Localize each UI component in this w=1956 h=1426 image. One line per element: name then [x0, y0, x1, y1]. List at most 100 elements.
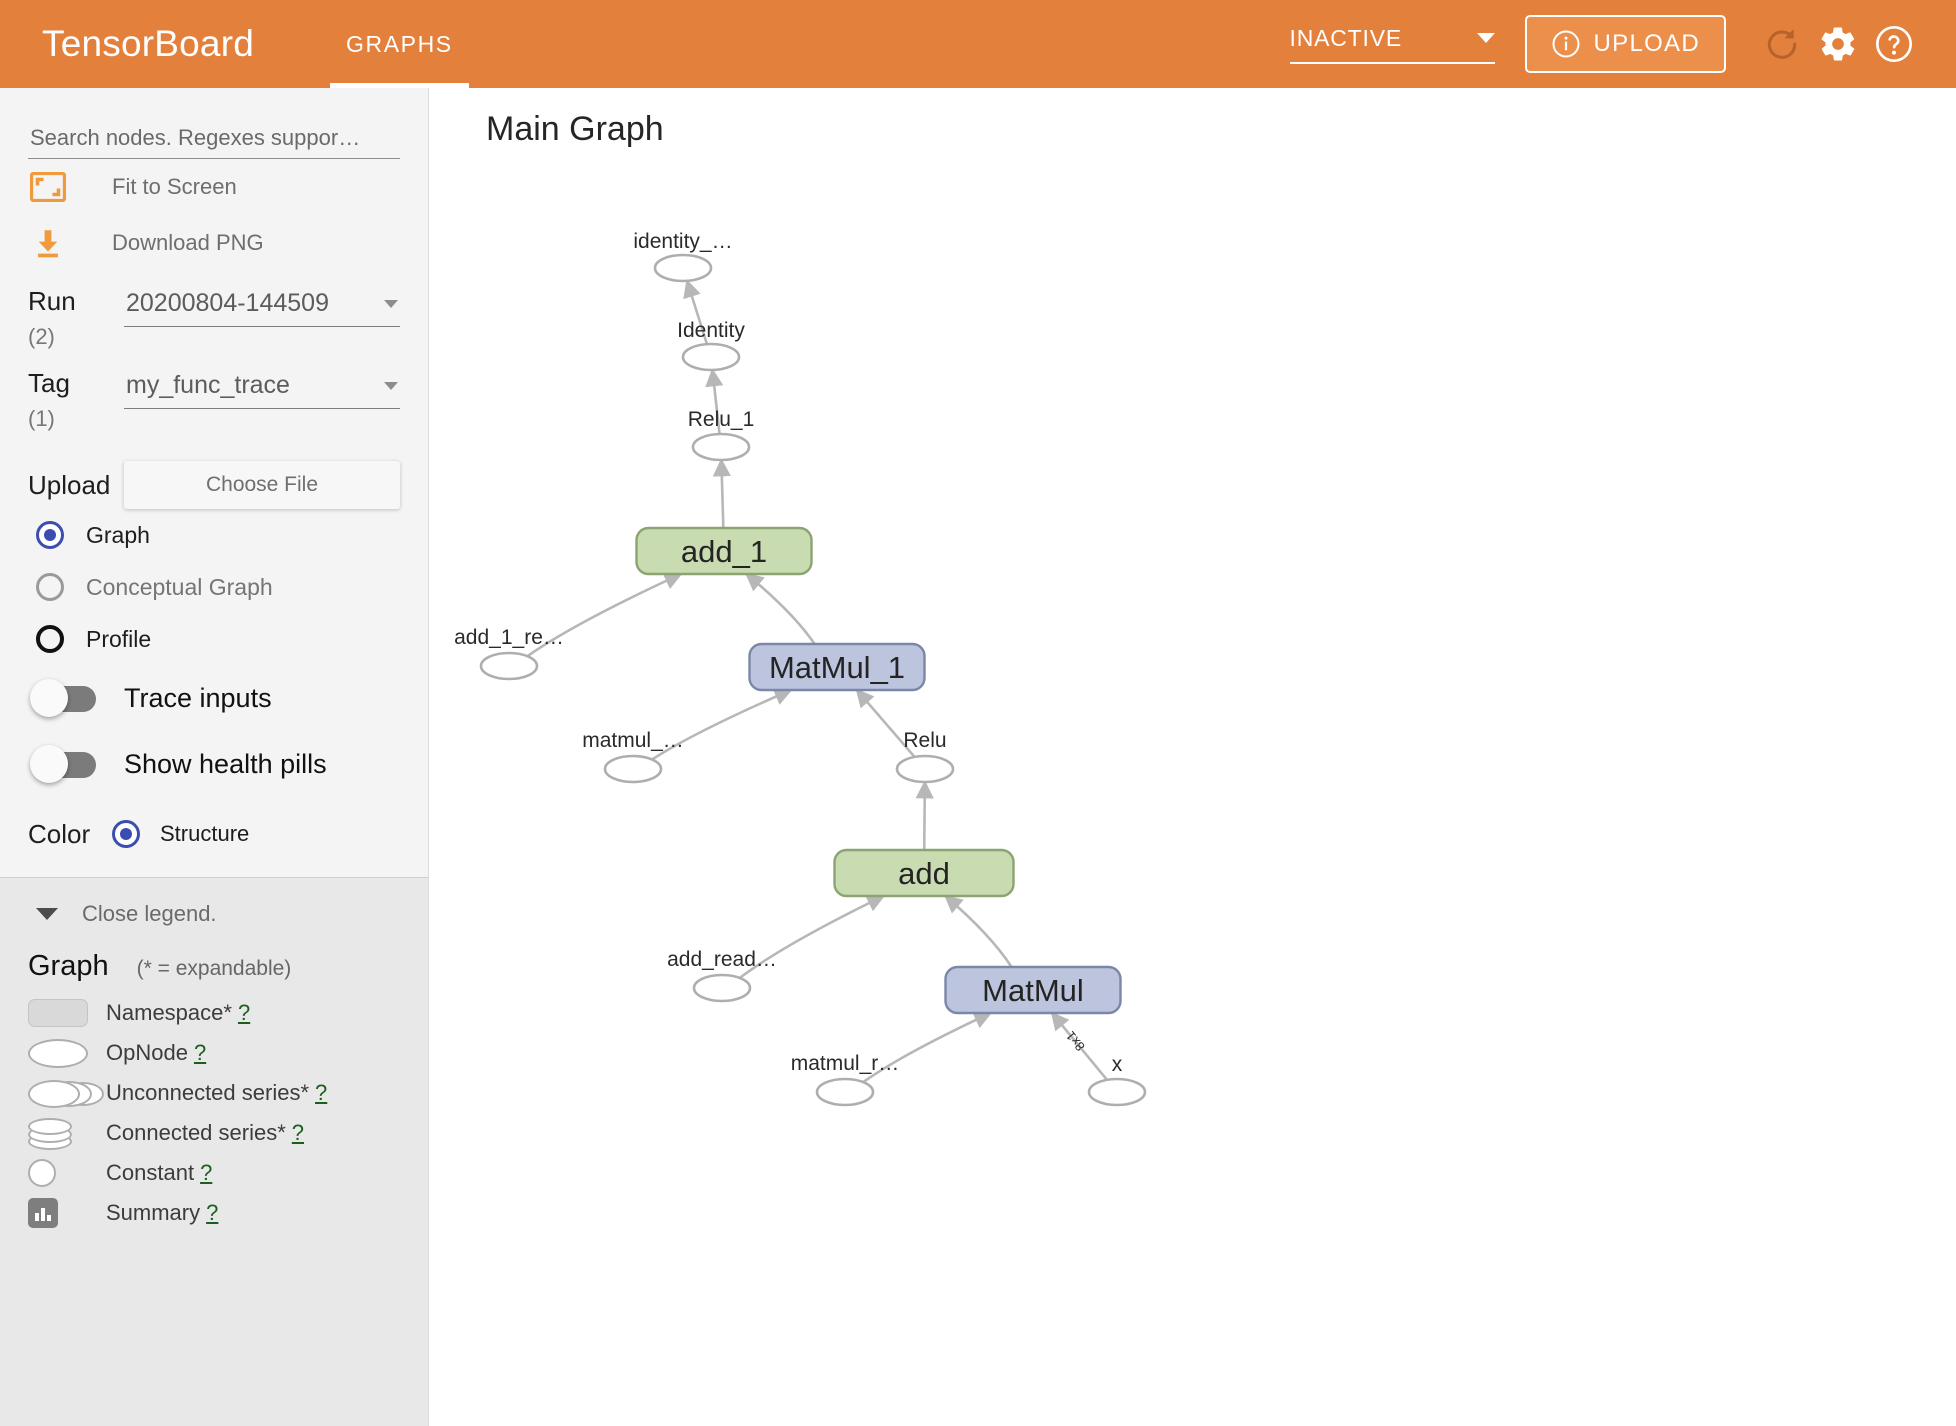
opnode-glyph-icon	[28, 1038, 106, 1068]
node-label: add_1	[681, 534, 767, 569]
help-link-icon[interactable]: ?	[206, 1200, 219, 1225]
radio-structure-indicator[interactable]	[112, 820, 140, 848]
radio-conceptual-graph[interactable]: Conceptual Graph	[36, 561, 428, 613]
node-label: Identity	[677, 319, 745, 342]
graph-node-x[interactable]: x	[1087, 1053, 1147, 1107]
download-png-label: Download PNG	[112, 230, 264, 255]
graph-edge	[705, 368, 724, 435]
graph-node-Identity[interactable]: Identity	[677, 319, 745, 372]
search-input[interactable]	[28, 124, 404, 152]
node-shape	[1087, 1077, 1147, 1107]
graph-edge	[944, 894, 1013, 968]
upload-button-label: UPLOAD	[1593, 30, 1700, 57]
app-header: TensorBoard GRAPHS INACTIVE UPLOAD	[0, 0, 1956, 88]
radio-profile[interactable]: Profile	[36, 613, 428, 665]
help-link-icon[interactable]: ?	[200, 1160, 213, 1185]
toggle-trace-inputs[interactable]: Trace inputs	[30, 665, 428, 731]
graph-node-matmul_readvariableop_1[interactable]: matmul_…	[582, 729, 684, 784]
node-label: matmul_…	[582, 729, 684, 752]
fit-to-screen-button[interactable]: Fit to Screen	[28, 159, 428, 215]
help-icon[interactable]	[1866, 16, 1922, 72]
radio-graph[interactable]: Graph	[36, 509, 428, 561]
toggle-show-health-pills-switch	[30, 745, 98, 783]
chevron-down-icon	[36, 908, 58, 920]
fit-to-screen-label: Fit to Screen	[112, 174, 237, 199]
graph-node-add[interactable]: add	[833, 848, 1015, 898]
graph-node-matmul_readvariableop[interactable]: matmul_r…	[791, 1052, 900, 1107]
summary-glyph-icon	[28, 1198, 106, 1228]
node-shape	[748, 642, 926, 692]
node-label: matmul_r…	[791, 1052, 900, 1075]
help-link-icon[interactable]: ?	[237, 1000, 251, 1025]
node-label: Relu	[903, 729, 946, 752]
tag-field: Tag (1) my_func_trace	[28, 367, 400, 435]
connected-series-glyph-icon	[28, 1118, 106, 1150]
download-png-button[interactable]: Download PNG	[28, 215, 428, 271]
chevron-down-icon	[384, 381, 398, 390]
search-field	[28, 124, 404, 159]
node-label: x	[1112, 1053, 1123, 1076]
legend-header: Graph (* = expandable)	[28, 950, 428, 983]
toggle-show-health-pills-label: Show health pills	[124, 748, 327, 779]
page-title: Main Graph	[486, 110, 664, 148]
legend-item-connected-series: Connected series*?	[28, 1117, 428, 1150]
refresh-icon[interactable]	[1754, 16, 1810, 72]
radio-graph-label: Graph	[86, 521, 150, 548]
graph-node-Relu_1[interactable]: Relu_1	[688, 408, 755, 462]
graph-node-MatMul[interactable]: MatMul	[944, 965, 1122, 1015]
tag-label: Tag	[28, 368, 70, 398]
node-shape	[681, 342, 741, 372]
sidebar-controls: Fit to Screen Download PNG Run (2)	[0, 124, 428, 878]
sidebar-divider	[0, 877, 428, 878]
toggle-trace-inputs-label: Trace inputs	[124, 682, 272, 713]
upload-field: Upload Choose File	[28, 461, 400, 509]
node-label: Relu_1	[688, 408, 755, 431]
fit-to-screen-icon	[28, 167, 68, 207]
info-icon	[1552, 30, 1579, 58]
tag-value: my_func_trace	[126, 371, 290, 399]
upload-button[interactable]: UPLOAD	[1524, 15, 1726, 73]
chevron-down-icon	[384, 299, 398, 308]
node-shape	[692, 973, 752, 1003]
run-count: (2)	[28, 324, 55, 349]
toggle-show-health-pills[interactable]: Show health pills	[30, 731, 428, 797]
graph-node-add_readvariableop[interactable]: add_read…	[667, 948, 777, 1003]
help-link-icon[interactable]: ?	[291, 1120, 305, 1145]
choose-file-button[interactable]: Choose File	[124, 461, 400, 509]
run-status-dropdown[interactable]: INACTIVE	[1289, 25, 1495, 64]
legend-item-label: Summary	[106, 1200, 201, 1225]
node-shape	[603, 754, 663, 784]
graph-node-add_1[interactable]: add_1	[635, 526, 813, 576]
graph-edge	[915, 780, 934, 851]
node-label: identity_…	[633, 230, 732, 253]
close-legend-button[interactable]: Close legend.	[36, 878, 428, 950]
graph-edge	[1050, 1011, 1109, 1081]
graph-edge	[683, 279, 709, 345]
graph-edge	[712, 458, 731, 529]
graph-node-add_1_readvariableop[interactable]: add_1_re…	[454, 626, 564, 681]
run-value: 20200804-144509	[126, 289, 329, 317]
node-label: add_read…	[667, 948, 777, 971]
tag-label-group: Tag (1)	[28, 367, 124, 435]
node-shape	[691, 432, 751, 462]
gear-icon[interactable]	[1810, 16, 1866, 72]
legend-note: (* = expandable)	[136, 957, 292, 980]
graph-node-identity_out[interactable]: identity_…	[633, 230, 733, 283]
run-dropdown[interactable]: 20200804-144509	[124, 289, 400, 327]
tab-graphs[interactable]: GRAPHS	[330, 0, 469, 88]
graph-svg: 8x1identity_…IdentityRelu_1add_1add_1_re…	[454, 230, 1147, 1107]
close-legend-label: Close legend.	[82, 901, 217, 926]
legend-item-constant: Constant?	[28, 1157, 428, 1189]
help-link-icon[interactable]: ?	[315, 1080, 328, 1105]
tag-dropdown[interactable]: my_func_trace	[124, 371, 400, 409]
graph-node-MatMul_1[interactable]: MatMul_1	[748, 642, 926, 692]
graph-edge	[651, 688, 793, 761]
node-shape	[815, 1077, 875, 1107]
download-icon	[28, 223, 68, 263]
help-link-icon[interactable]: ?	[193, 1040, 207, 1065]
unconnected-series-glyph-icon	[28, 1080, 106, 1108]
graph-node-Relu[interactable]: Relu	[895, 729, 955, 784]
